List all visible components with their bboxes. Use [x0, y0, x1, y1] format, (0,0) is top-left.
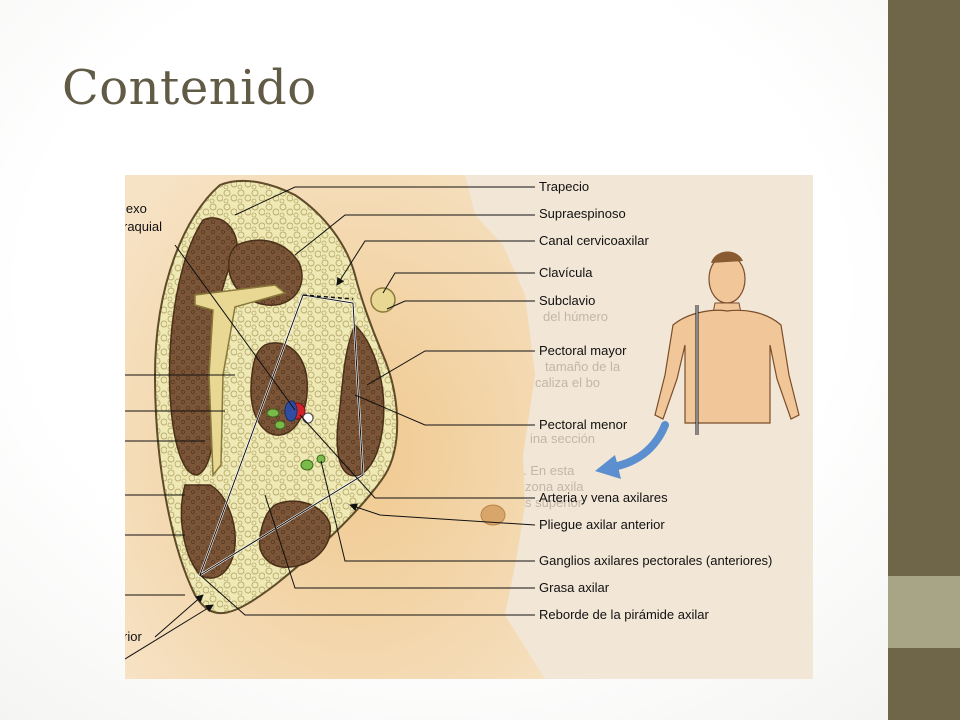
label-anterior-partial: rior	[125, 629, 142, 644]
sidebar-block-light	[888, 576, 960, 648]
slide-title: Contenido	[62, 60, 317, 116]
label-pliegue-axilar-anterior: Pliegue axilar anterior	[539, 517, 665, 532]
svg-text:s superior: s superior	[525, 495, 583, 510]
label-reborde-piramide: Reborde de la pirámide axilar	[539, 607, 709, 622]
label-canal-cervicoaxilar: Canal cervicoaxilar	[539, 233, 649, 248]
label-supraespinoso: Supraespinoso	[539, 206, 626, 221]
label-clavicula: Clavícula	[539, 265, 593, 280]
label-grasa-axilar: Grasa axilar	[539, 580, 610, 595]
label-arteria-vena-axilares: Arteria y vena axilares	[539, 490, 668, 505]
axilla-cross-section-illustration: izquierda costilla uto del húmero tamaño…	[125, 175, 813, 679]
sidebar-block-dark	[888, 0, 960, 576]
label-trapecio: Trapecio	[539, 179, 589, 194]
svg-text:caliza el bo: caliza el bo	[535, 375, 600, 390]
label-braquial-partial: raquial	[125, 219, 162, 234]
anatomy-figure: izquierda costilla uto del húmero tamaño…	[125, 175, 813, 679]
label-ganglios-axilares: Ganglios axilares pectorales (anteriores…	[539, 553, 772, 568]
human-figure-thumbnail	[654, 251, 800, 435]
label-pectoral-menor: Pectoral menor	[539, 417, 628, 432]
leader-lines	[199, 186, 536, 616]
label-plexo-partial: lexo	[125, 201, 147, 216]
svg-text:del húmero: del húmero	[543, 309, 608, 324]
decorative-sidebar	[888, 0, 960, 720]
sidebar-block-dark-bottom	[888, 648, 960, 720]
svg-text:tamaño de la: tamaño de la	[545, 359, 621, 374]
svg-text:. En esta: . En esta	[523, 463, 575, 478]
figure-labels: Trapecio Supraespinoso Canal cervicoaxil…	[125, 179, 772, 644]
svg-text:ina sección: ina sección	[530, 431, 595, 446]
label-subclavio: Subclavio	[539, 293, 595, 308]
svg-text:zona axila: zona axila	[525, 479, 584, 494]
curved-arrow-icon	[609, 421, 669, 471]
label-pectoral-mayor: Pectoral mayor	[539, 343, 627, 358]
